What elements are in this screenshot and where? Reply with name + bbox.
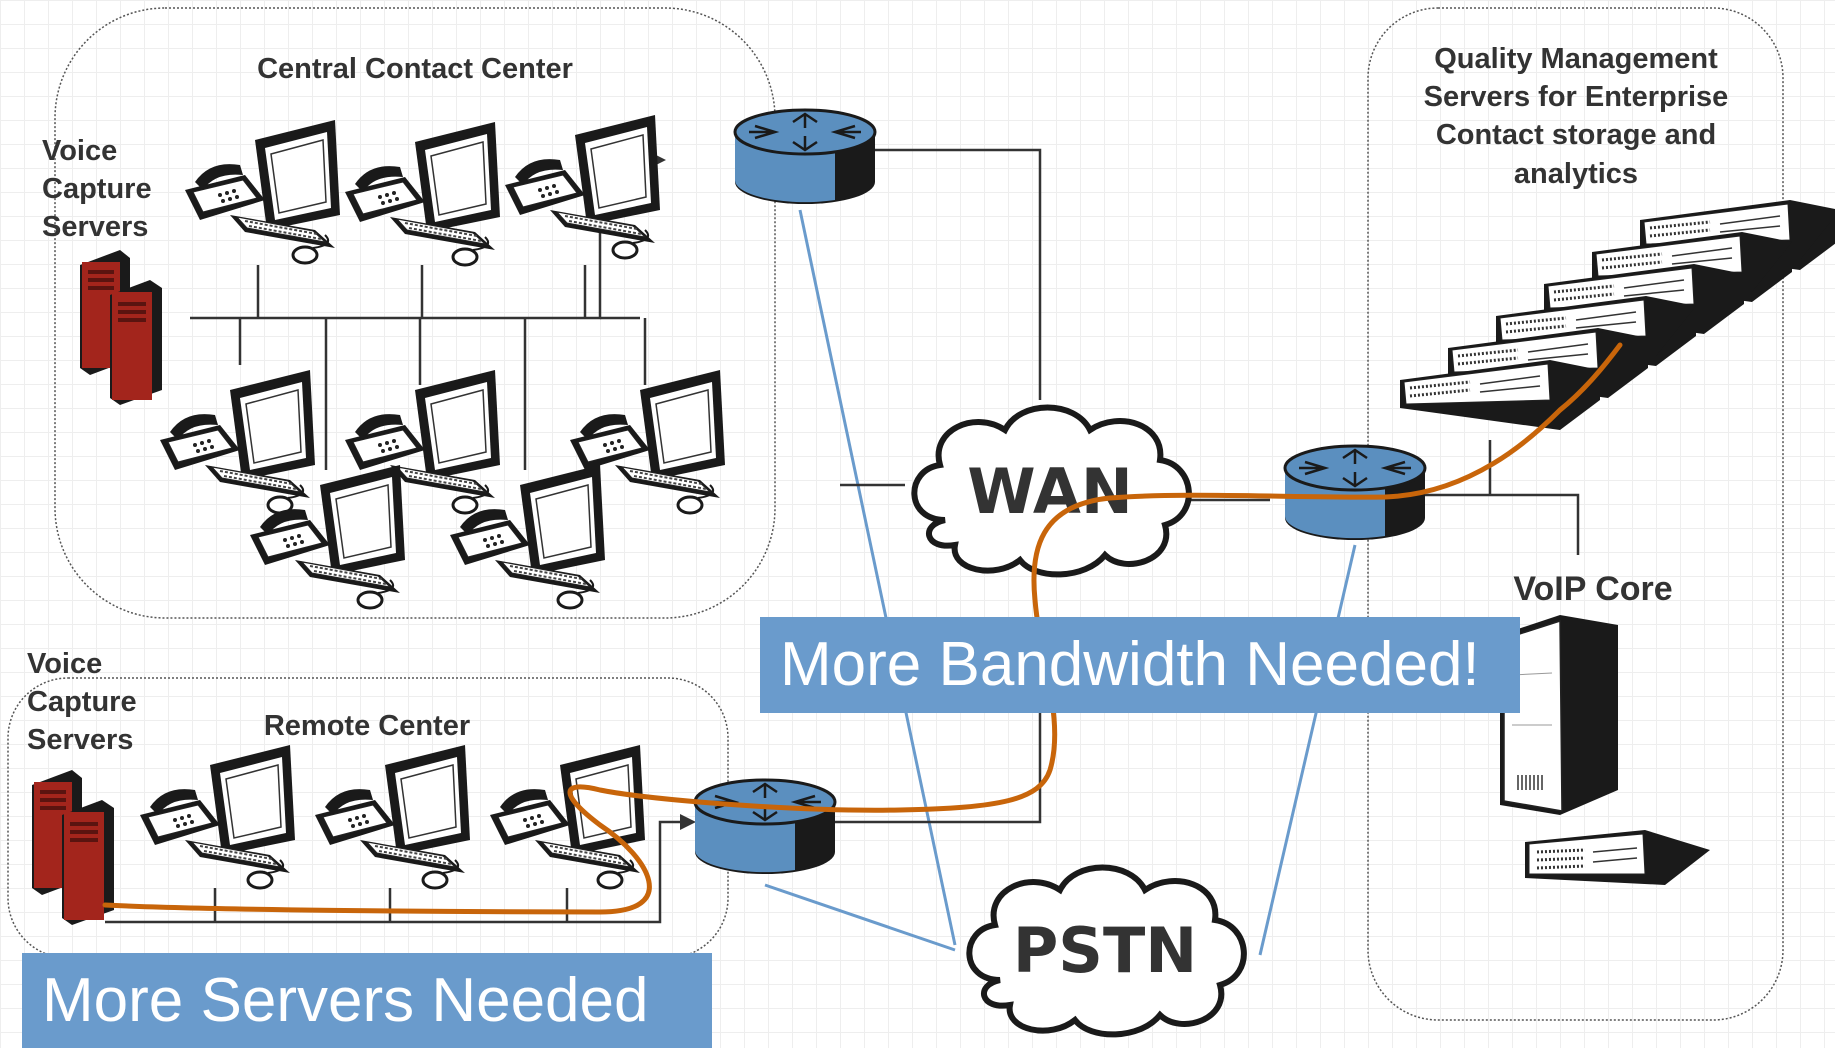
voice-capture-top-line1: Voice [42, 135, 117, 167]
central-center-title: Central Contact Center [257, 53, 573, 85]
pstn-label: PSTN [1013, 914, 1197, 987]
quality-mgmt-line4: analytics [1514, 158, 1638, 190]
bandwidth-banner: More Bandwidth Needed! [760, 617, 1520, 713]
arrow-head [680, 814, 696, 830]
server-tower-icon [32, 770, 114, 925]
quality-mgmt-line3: Contact storage and [1436, 119, 1716, 151]
bandwidth-banner-text: More Bandwidth Needed! [780, 630, 1480, 699]
voice-capture-top-line2: Capture [42, 173, 152, 205]
workstation-icon [183, 118, 342, 265]
workstation-icon [503, 113, 662, 260]
router-icon [733, 108, 877, 206]
quality-management-region [1367, 7, 1784, 1021]
workstation-icon [313, 743, 472, 890]
orange-traffic-path [102, 342, 1623, 915]
voip-core-label: VoIP Core [1513, 570, 1672, 608]
workstation-icon [138, 743, 297, 890]
router-icon [693, 778, 837, 876]
rack-server-icon [1398, 358, 1602, 432]
workstation-icon [343, 120, 502, 267]
appliance-icon [1525, 830, 1710, 885]
voice-capture-top-line3: Servers [42, 211, 148, 243]
voice-capture-bottom-line3: Servers [27, 724, 133, 756]
blue-links [764, 209, 1357, 956]
workstation-icon [158, 368, 317, 515]
voice-capture-bottom-line2: Capture [27, 686, 137, 718]
server-tower-icon [80, 250, 162, 405]
remote-center-title: Remote Center [264, 710, 470, 742]
wan-label: WAN [967, 455, 1132, 528]
voip-core-server-icon [1500, 615, 1618, 815]
voice-capture-bottom-line1: Voice [27, 648, 102, 680]
workstation-icon [488, 743, 647, 890]
quality-mgmt-line2: Servers for Enterprise [1424, 81, 1729, 113]
central-center-region [54, 7, 776, 619]
quality-mgmt-line1: Quality Management [1434, 43, 1718, 75]
servers-banner: More Servers Needed [22, 953, 712, 1048]
connector-lines [105, 148, 1580, 924]
servers-banner-text: More Servers Needed [42, 965, 649, 1035]
